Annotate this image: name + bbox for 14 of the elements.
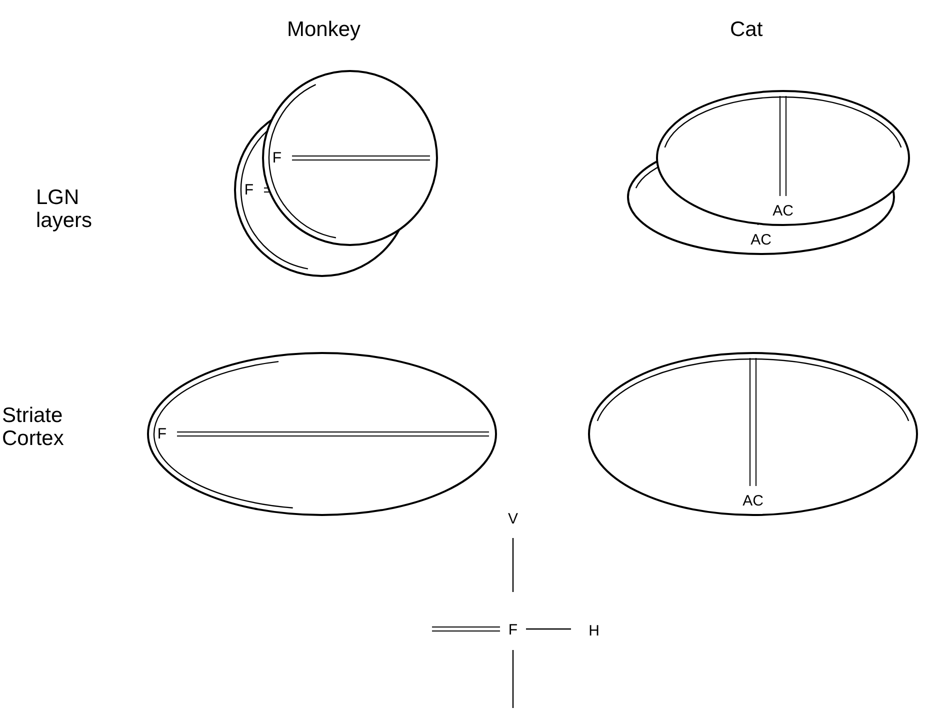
region-label: AC xyxy=(748,232,774,248)
column-heading: Monkey xyxy=(287,18,361,41)
region-label: AC xyxy=(770,204,796,218)
layer-stack-drawing xyxy=(627,90,910,255)
column-heading: Cat xyxy=(730,18,763,41)
row-heading: LGN layers xyxy=(36,186,94,232)
layer-stack-drawing xyxy=(234,70,438,277)
region-label: AC xyxy=(740,494,766,508)
ellipse-shape xyxy=(588,352,918,516)
ellipse-shape xyxy=(147,352,497,516)
axis-label: V xyxy=(508,512,518,526)
row-heading: Striate Cortex xyxy=(2,404,65,450)
axis-label: F xyxy=(508,622,518,638)
axis-label: H xyxy=(588,624,600,638)
